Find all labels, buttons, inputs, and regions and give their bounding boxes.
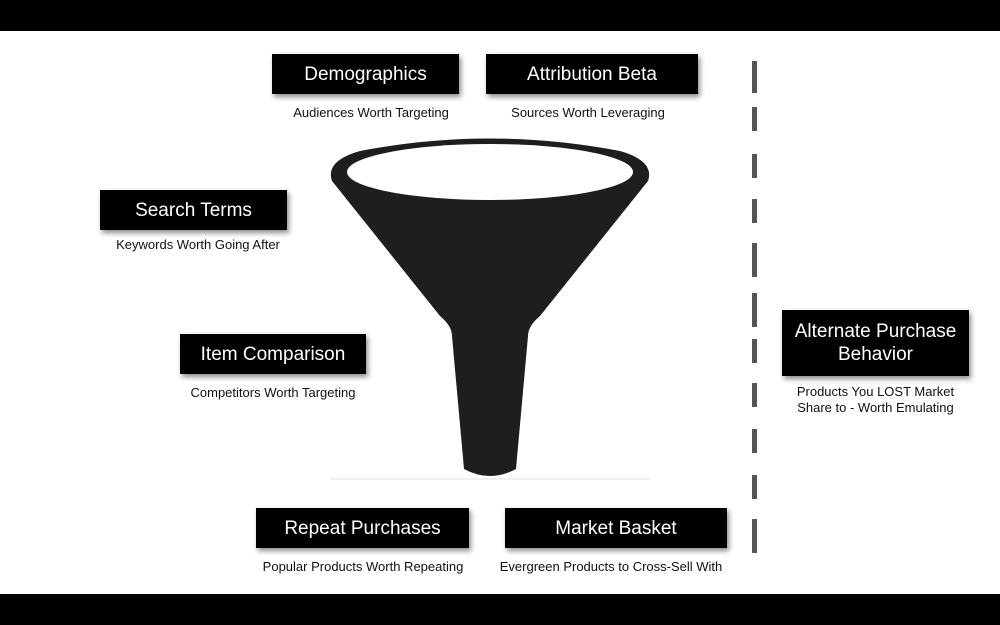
divider-dash: [752, 475, 757, 499]
attribution-subtitle: Sources Worth Leveraging: [511, 105, 665, 120]
repeat-purchases-title: Repeat Purchases: [284, 517, 441, 539]
divider-dash: [752, 243, 757, 277]
divider-dash: [752, 107, 757, 131]
repeat-purchases-subtitle: Popular Products Worth Repeating: [262, 559, 464, 574]
search-terms-subtitle: Keywords Worth Going After: [116, 237, 280, 252]
divider-dash: [752, 429, 757, 453]
divider-dash: [752, 199, 757, 223]
alternate-purchase-title: Alternate Purchase Behavior: [794, 321, 957, 365]
alternate-purchase-subtitle: Products You LOST Market Share to - Wort…: [796, 384, 955, 415]
demographics-title: Demographics: [304, 63, 427, 85]
market-basket-box: Market Basket: [505, 508, 727, 548]
repeat-purchases-box: Repeat Purchases: [256, 508, 469, 548]
divider-dash: [752, 519, 757, 553]
attribution-box: Attribution Beta: [486, 54, 698, 94]
divider-dash: [752, 61, 757, 93]
market-basket-title: Market Basket: [555, 517, 677, 539]
funnel-graphic: [330, 138, 650, 480]
search-terms-title: Search Terms: [135, 199, 252, 221]
divider-dash: [752, 383, 757, 407]
divider-dash: [752, 293, 757, 327]
item-comparison-box: Item Comparison: [180, 334, 366, 374]
diagram-canvas: Demographics Audiences Worth Targeting A…: [0, 31, 1000, 594]
item-comparison-title: Item Comparison: [200, 343, 346, 365]
funnel-body: [330, 138, 650, 476]
alternate-purchase-box: Alternate Purchase Behavior: [782, 310, 969, 376]
demographics-box: Demographics: [272, 54, 459, 94]
divider-dash: [752, 154, 757, 178]
funnel-mouth: [347, 144, 633, 200]
attribution-title: Attribution Beta: [527, 63, 657, 85]
search-terms-box: Search Terms: [100, 190, 287, 230]
divider-dash: [752, 339, 757, 363]
demographics-subtitle: Audiences Worth Targeting: [293, 105, 449, 120]
item-comparison-subtitle: Competitors Worth Targeting: [190, 385, 356, 400]
market-basket-subtitle: Evergreen Products to Cross-Sell With: [499, 559, 723, 574]
